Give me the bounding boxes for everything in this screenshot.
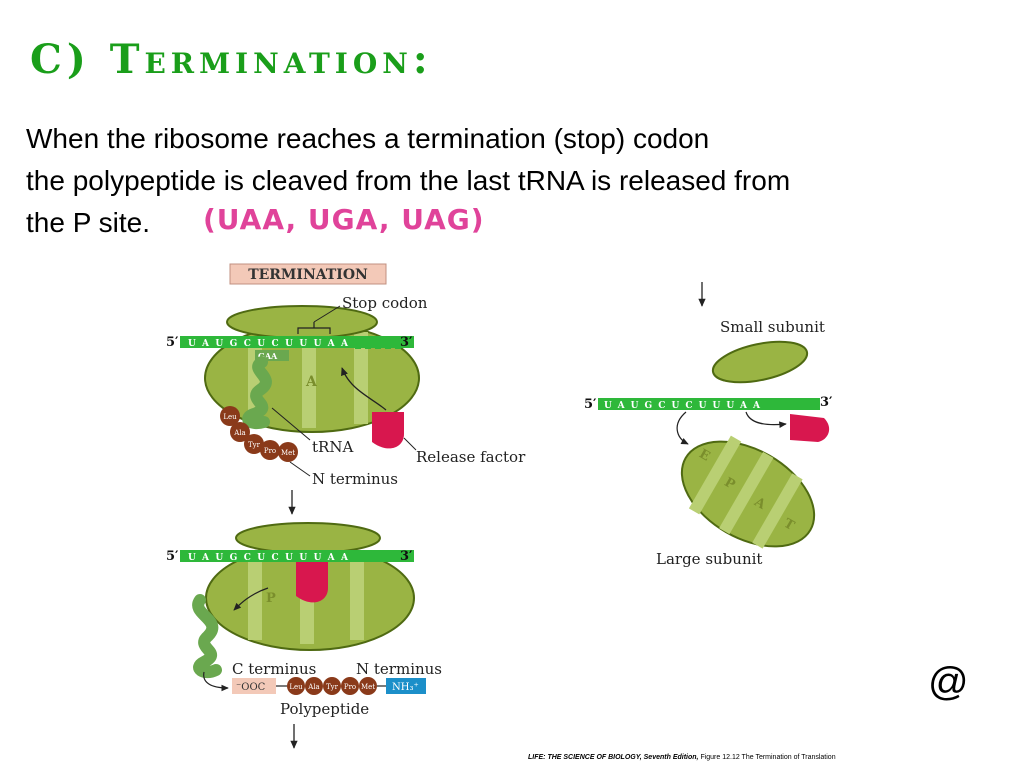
five-prime-label-3: 5′ xyxy=(584,397,597,412)
aa-met-2: Met xyxy=(361,683,375,691)
body-line-2: the polypeptide is cleaved from the last… xyxy=(26,165,791,196)
stop-codon-bracket xyxy=(297,322,331,334)
aa-tyr-1: Tyr xyxy=(248,441,261,449)
ribosome-site-bands xyxy=(248,328,368,428)
trna-shape: GAA xyxy=(242,350,289,429)
release-factor-free xyxy=(790,414,830,442)
nh3-label: NH₃⁺ xyxy=(392,682,419,693)
header-label: TERMINATION xyxy=(248,267,368,283)
aa-met-1: Met xyxy=(281,449,295,457)
aa-ala-1: Ala xyxy=(233,429,245,437)
five-prime-label: 5′ xyxy=(166,335,179,350)
aa-tyr-2: Tyr xyxy=(326,683,339,691)
site-p-label: P xyxy=(266,591,276,606)
polypeptide-chain: Leu Ala Tyr Pro Met xyxy=(287,677,377,695)
mrna-strand-3: UAUGCUCUUUAA xyxy=(598,398,820,411)
polypeptide-label: Polypeptide xyxy=(280,700,369,718)
slide-title: C) Termination: xyxy=(30,36,433,83)
n-terminus-label-1: N terminus xyxy=(312,470,398,488)
release-factor-bound xyxy=(296,562,328,603)
trna-label: tRNA xyxy=(312,438,353,456)
figure-credit: LIFE: THE SCIENCE OF BIOLOGY, Seventh Ed… xyxy=(528,754,836,761)
three-prime-label-2: 3′ xyxy=(400,549,413,564)
aa-pro-2: Pro xyxy=(344,683,356,691)
body-line-3: the P site. xyxy=(26,207,151,238)
stop-codon-label: Stop codon xyxy=(342,294,428,312)
mrna-strand-2: UAUGCUCUUUAA xyxy=(180,550,414,563)
panel-stop-codon: TERMINATION UAUGCUCUUUAA 5′ 3′ Stop codo… xyxy=(166,263,526,488)
at-sign: @ xyxy=(928,660,969,704)
aa-ala-2: Ala xyxy=(307,683,319,691)
peptide-chain-1: Leu Ala Tyr Pro Met xyxy=(220,406,298,462)
aa-pro-1: Pro xyxy=(264,447,276,455)
termination-figure: TERMINATION UAUGCUCUUUAA 5′ 3′ Stop codo… xyxy=(166,263,833,749)
small-subunit-label: Small subunit xyxy=(720,318,825,336)
three-prime-label-3: 3′ xyxy=(820,395,833,410)
large-subunit-leave-arrow xyxy=(676,411,689,445)
large-subunit-free: E P A T xyxy=(680,435,816,549)
release-factor-leave-arrow xyxy=(745,411,787,429)
trna-exit-arrow xyxy=(233,587,269,611)
three-prime-label: 3′ xyxy=(400,335,413,350)
n-terminus-label-2: N terminus xyxy=(356,660,442,678)
cooh-label: ⁻OOC xyxy=(236,682,266,693)
trna-released-shape xyxy=(192,594,222,679)
panel-dissociation: Small subunit UAUGCUCUUUAA 5′ 3′ E P A T… xyxy=(584,282,833,568)
mrna-strand: UAUGCUCUUUAA xyxy=(180,336,414,349)
small-subunit-free xyxy=(711,340,809,384)
site-a-label: A xyxy=(305,374,318,390)
credit-figure-ref: Figure 12.12 The Termination of Translat… xyxy=(700,754,836,761)
large-subunit-label: Large subunit xyxy=(656,550,762,568)
chain-exit-arrow xyxy=(203,671,229,692)
release-factor-label: Release factor xyxy=(416,448,526,466)
body-line-1: When the ribosome reaches a termination … xyxy=(26,123,710,154)
c-terminus-label: C terminus xyxy=(232,660,316,678)
aa-leu-1: Leu xyxy=(223,413,237,421)
release-factor-shape xyxy=(372,412,404,449)
cooh-box xyxy=(232,678,276,694)
panel-release: UAUGCUCUUUAA 5′ 3′ P C terminus N termin… xyxy=(166,522,442,718)
stop-codon-list: (UAA, UGA, UAG) xyxy=(203,203,485,236)
release-factor-arrow xyxy=(341,367,387,411)
header-box xyxy=(229,263,387,285)
small-subunit-shape-2 xyxy=(235,522,381,554)
credit-source: LIFE: THE SCIENCE OF BIOLOGY, Seventh Ed… xyxy=(528,754,699,761)
nh3-box xyxy=(386,678,426,694)
five-prime-label-2: 5′ xyxy=(166,549,179,564)
aa-leu-2: Leu xyxy=(289,683,303,691)
body-text: When the ribosome reaches a termination … xyxy=(26,118,996,244)
anticodon: GAA xyxy=(258,351,278,361)
